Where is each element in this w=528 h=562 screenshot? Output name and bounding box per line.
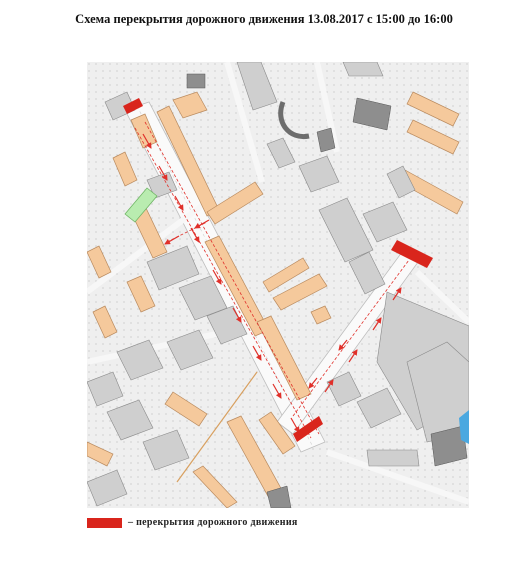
closure-bar-east: [391, 240, 433, 268]
legend-label: – перекрытия дорожного движения: [128, 517, 298, 528]
route-line: [176, 371, 258, 483]
residential-buildings: [87, 91, 464, 508]
closure-map: [87, 62, 469, 508]
legend: – перекрытия дорожного движения: [87, 517, 298, 528]
page-title: Схема перекрытия дорожного движения 13.0…: [75, 12, 453, 26]
closure-bar-south: [293, 416, 323, 442]
curved-road: [278, 101, 310, 140]
water: [459, 410, 469, 444]
park: [124, 187, 158, 223]
map-canvas: [87, 62, 469, 508]
other-buildings: [87, 62, 469, 507]
detour-arrows: [142, 133, 402, 433]
closure-bars: [123, 98, 433, 442]
closure-legend-swatch: [87, 517, 122, 528]
dark-buildings: [186, 73, 468, 508]
closure-bar-north: [123, 98, 143, 114]
